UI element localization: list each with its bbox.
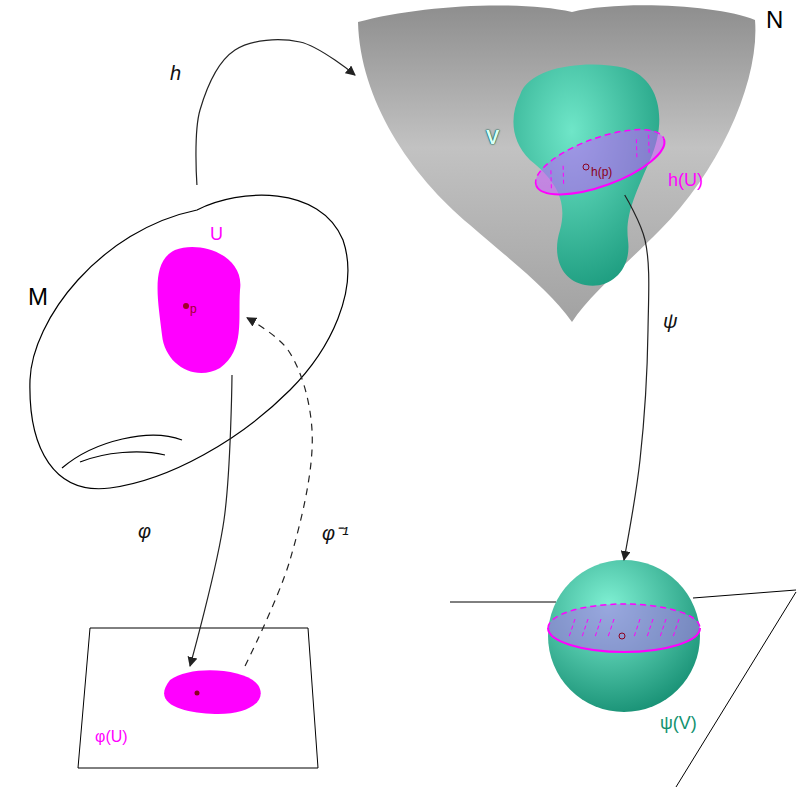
chart-ball: ψ(V) — [548, 560, 700, 712]
hatch-stroke — [608, 619, 614, 637]
ellipse-fill — [528, 116, 672, 208]
hatch-stroke — [582, 619, 588, 637]
surface-shape — [358, 5, 755, 322]
hatch-stroke — [631, 139, 643, 158]
torus-hole — [62, 435, 182, 468]
ball-section — [548, 604, 700, 652]
image-set: h(U)h(p) — [535, 129, 665, 195]
manifold-label: M — [28, 283, 48, 311]
map-label: φ — [138, 520, 151, 543]
hatch-stroke — [595, 619, 601, 637]
map-label: ψ — [663, 310, 678, 333]
hatch-stroke — [545, 170, 557, 189]
map-arrow — [624, 195, 649, 560]
ellipse-front — [548, 628, 700, 652]
ellipse-fill — [548, 604, 700, 652]
hatch-stroke — [673, 619, 679, 637]
plane-line — [450, 602, 556, 603]
ball-shape — [548, 560, 700, 712]
map-label: h — [170, 62, 181, 85]
map-arrow — [245, 318, 312, 666]
image-ellipse — [528, 116, 672, 208]
ellipse-back — [548, 604, 700, 628]
hatch-stroke — [569, 619, 575, 637]
hatch-stroke — [647, 619, 653, 637]
point-dot — [195, 691, 200, 696]
image-set-outline — [535, 129, 665, 195]
open-set-u: Up — [155, 245, 247, 375]
chart-image-outline — [158, 666, 263, 716]
set-label: h(U) — [668, 170, 703, 191]
set-label: V — [486, 126, 499, 149]
plane-line — [693, 590, 796, 598]
map-arrow — [190, 375, 232, 666]
set-label: φ(U) — [95, 728, 128, 746]
map-label: φ⁻¹ — [322, 522, 349, 545]
hatch-stroke — [557, 166, 569, 185]
hatch-stroke — [634, 619, 640, 637]
point-dot — [583, 164, 589, 170]
set-label: ψ(V) — [660, 713, 697, 734]
hatch-stroke — [660, 619, 666, 637]
point-dot — [619, 633, 625, 639]
point-dot — [183, 303, 189, 309]
chart-blob — [164, 670, 261, 714]
ellipse-back — [528, 116, 664, 185]
chart-plane — [78, 628, 318, 768]
point-label: h(p) — [591, 166, 612, 180]
manifold-m: M Up — [25, 185, 350, 490]
point-label: p — [190, 303, 197, 317]
chart-image: φ(U) — [158, 666, 263, 716]
hatch-stroke — [643, 135, 655, 154]
chart-ball-outline — [548, 560, 700, 712]
manifold-n: NVh(U)h(p) — [355, 0, 760, 325]
open-set-u-outline — [155, 245, 247, 375]
torus-hole — [80, 452, 165, 462]
torus-outline — [30, 195, 348, 489]
open-set-blob — [158, 247, 241, 373]
ellipse-front — [536, 139, 672, 208]
set-label: U — [210, 224, 223, 245]
open-set-v: Vh(U)h(p) — [505, 62, 670, 290]
manifold-label: N — [766, 6, 783, 34]
map-arrow — [196, 40, 355, 185]
